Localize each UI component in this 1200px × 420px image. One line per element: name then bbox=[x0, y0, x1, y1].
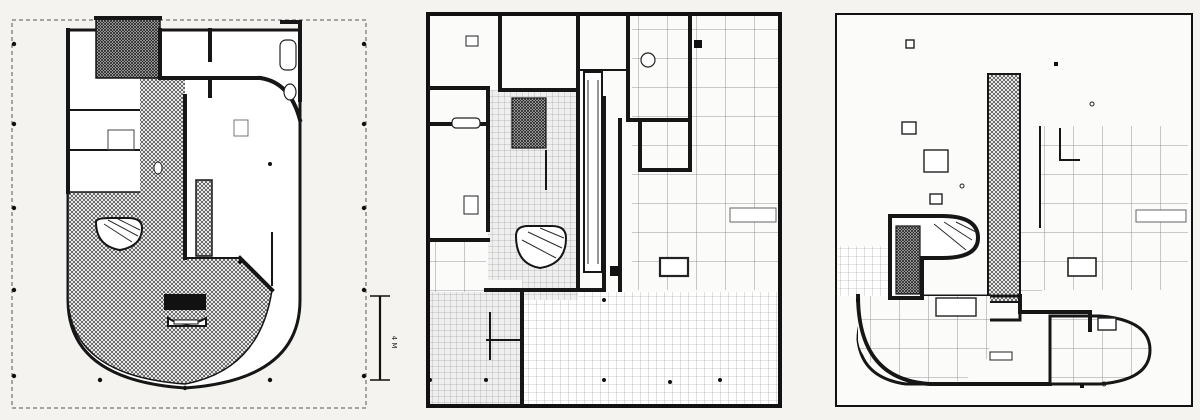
wc bbox=[153, 161, 163, 175]
ramp-edges bbox=[587, 80, 599, 264]
bed bbox=[463, 195, 479, 215]
room-tile bbox=[430, 292, 522, 404]
site-outline-dashed bbox=[11, 19, 367, 409]
terrace-grid-small bbox=[430, 240, 486, 292]
planter bbox=[658, 256, 690, 278]
scale-label: 4 M bbox=[390, 336, 398, 349]
wall bbox=[237, 255, 275, 293]
terrace-table bbox=[729, 207, 777, 223]
planter bbox=[1097, 317, 1117, 331]
washbasin bbox=[283, 83, 297, 101]
planter bbox=[935, 297, 977, 317]
roof-terrace-grid bbox=[1040, 126, 1188, 290]
wall bbox=[638, 118, 692, 172]
roof-terrace-grid-strip bbox=[1020, 228, 1042, 292]
terrace-table bbox=[1135, 209, 1187, 223]
terrace-grid bbox=[632, 16, 778, 290]
column bbox=[610, 266, 620, 276]
planter bbox=[1067, 257, 1097, 277]
plan-roof-level bbox=[835, 13, 1193, 407]
fixture bbox=[233, 119, 249, 137]
columns bbox=[856, 62, 1107, 388]
ramp bbox=[583, 71, 603, 273]
stair-treads bbox=[933, 221, 977, 251]
vent bbox=[905, 39, 915, 49]
vent bbox=[929, 193, 943, 205]
bathroom-hatch bbox=[511, 97, 547, 149]
ramp bbox=[195, 179, 213, 257]
entrance-step bbox=[173, 319, 199, 325]
solarium-curved-wall bbox=[855, 293, 1052, 386]
columns bbox=[428, 298, 722, 384]
wall bbox=[1059, 128, 1080, 161]
solarium-floor-grid bbox=[858, 296, 990, 384]
roof-ramp-hatch bbox=[987, 73, 1021, 303]
plan-ground-floor: 4 M bbox=[11, 16, 398, 409]
column bbox=[694, 40, 702, 48]
stair-treads bbox=[521, 227, 565, 259]
wall bbox=[280, 20, 302, 102]
skylight bbox=[923, 149, 949, 173]
scale-bar: 4 M bbox=[370, 295, 398, 381]
bathtub bbox=[279, 39, 297, 71]
entry-block bbox=[164, 294, 206, 310]
fixture bbox=[640, 52, 656, 68]
spiral-stair bbox=[514, 225, 568, 270]
pilotis-columns bbox=[11, 41, 367, 391]
stair-treads bbox=[103, 218, 141, 243]
wall bbox=[428, 86, 490, 232]
service-room-hatch bbox=[95, 17, 161, 79]
bathtub bbox=[451, 117, 481, 129]
bed bbox=[107, 129, 135, 151]
stair-tower-hatch bbox=[895, 225, 921, 295]
plan-first-floor bbox=[426, 12, 782, 408]
chimney bbox=[901, 121, 917, 135]
roof-terrace-grid-small bbox=[838, 246, 890, 296]
bench bbox=[989, 351, 1013, 361]
bed bbox=[465, 35, 479, 47]
salon-floor-grid bbox=[522, 292, 778, 404]
wall bbox=[626, 14, 692, 122]
wall bbox=[1018, 294, 1092, 332]
